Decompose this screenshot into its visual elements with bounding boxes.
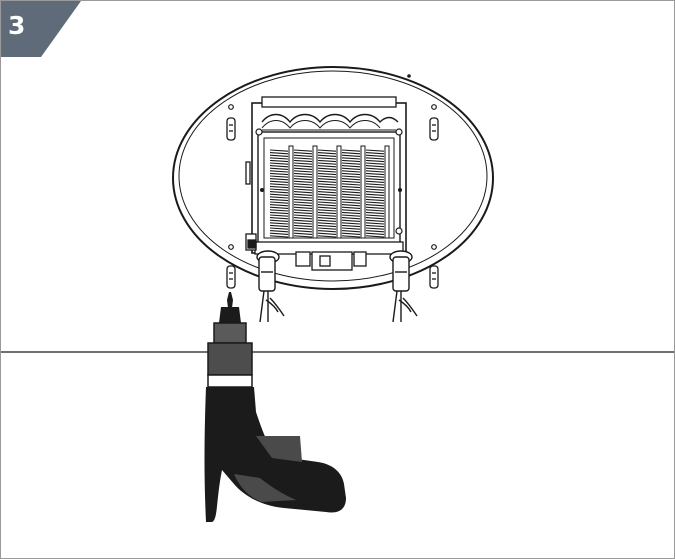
power-drill bbox=[204, 292, 346, 522]
drill-chuck bbox=[219, 307, 241, 323]
fin-column bbox=[269, 145, 294, 239]
drill-body bbox=[204, 387, 346, 522]
fin-column bbox=[365, 145, 390, 239]
cable-gland-right bbox=[389, 250, 418, 323]
fin-column bbox=[341, 145, 366, 239]
step-number: 3 bbox=[8, 11, 26, 40]
heating-fins bbox=[269, 145, 390, 239]
plate-screws bbox=[226, 117, 439, 141]
fin-column bbox=[293, 145, 318, 239]
bottom-connectors bbox=[245, 161, 404, 271]
step-badge bbox=[1, 1, 81, 57]
mounting-holes bbox=[228, 104, 437, 250]
drill-bit bbox=[227, 292, 233, 308]
cable-gland-left bbox=[256, 250, 285, 323]
fin-column bbox=[317, 145, 342, 239]
lower-screws bbox=[226, 265, 439, 289]
